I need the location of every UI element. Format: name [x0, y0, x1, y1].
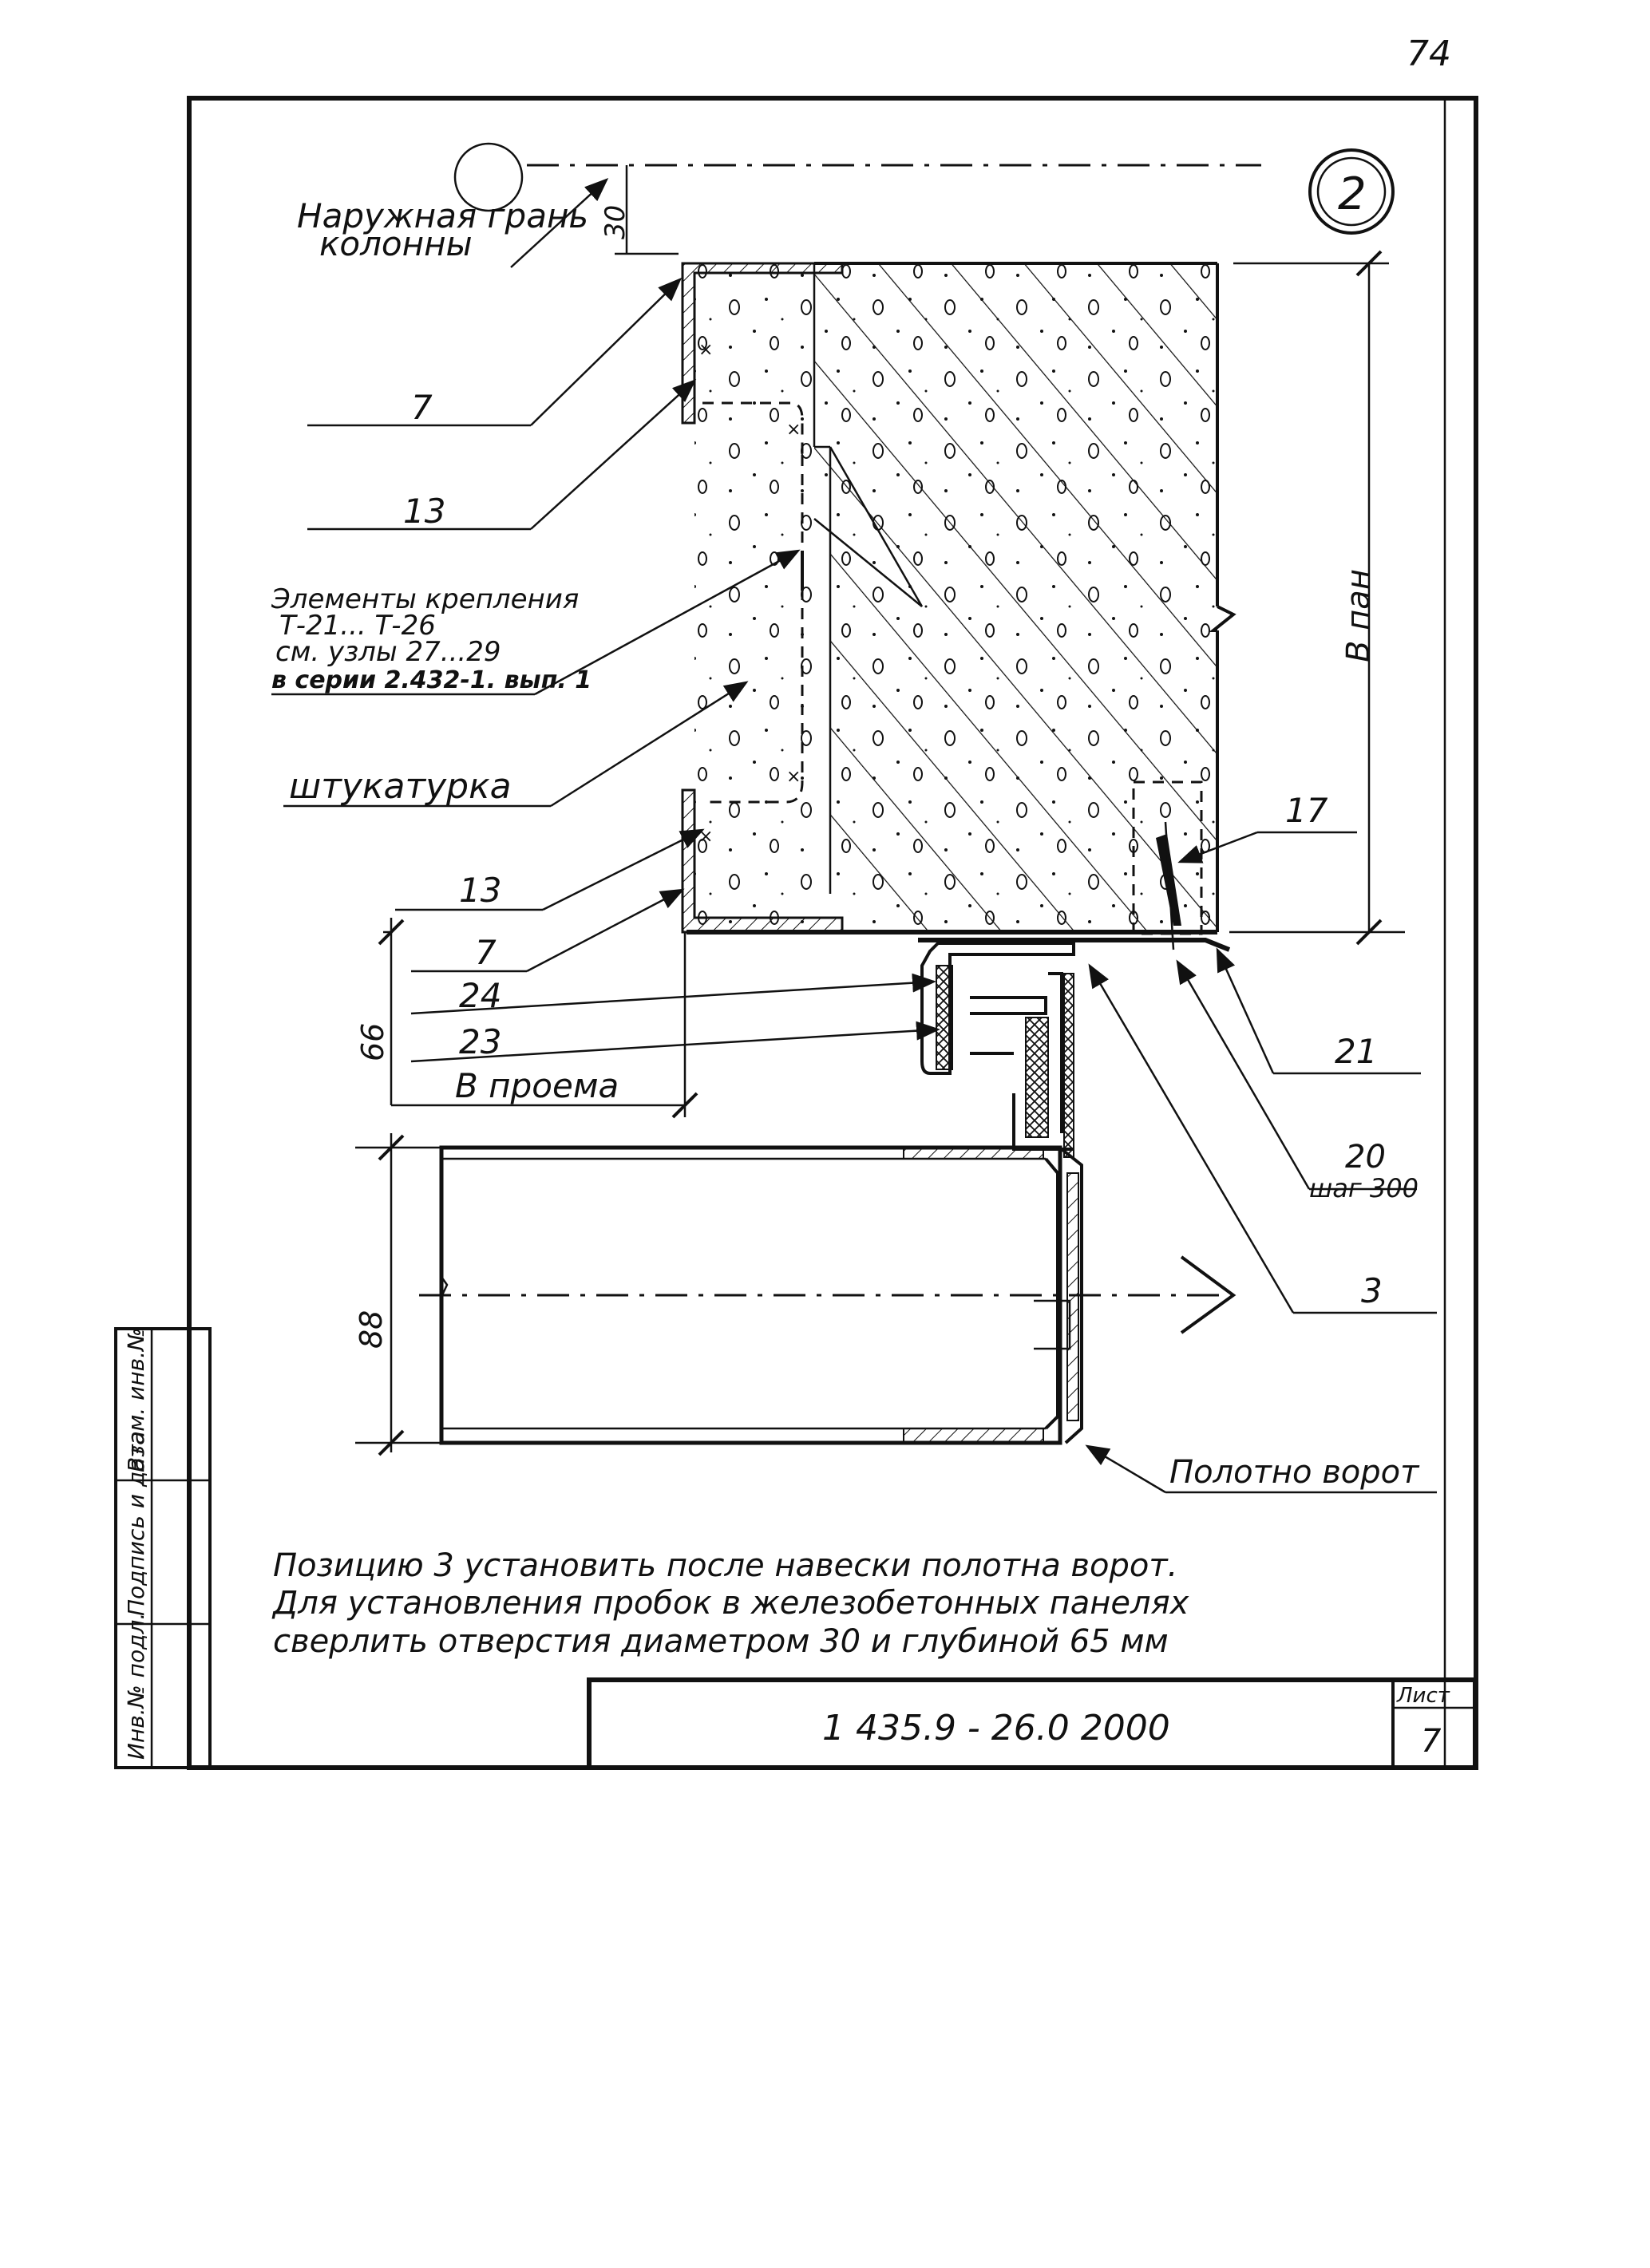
axis-circle: [453, 142, 524, 212]
label-gate-leaf: Полотно ворот: [1169, 1454, 1420, 1491]
side-stamp: Инв.№ подл. Подпись и дата Взам. инв.№: [114, 1327, 212, 1769]
sheet-label: Лист: [1396, 1684, 1450, 1708]
label-pos7-top: 7: [411, 388, 433, 427]
plaster-zone: [694, 263, 832, 932]
node-marker: 2: [1308, 148, 1395, 235]
note-line-1: Позицию 3 установить после навески полот…: [273, 1547, 1177, 1584]
dim-30: 30: [599, 165, 679, 255]
page-number: 74: [1407, 34, 1451, 74]
svg-text:×: ×: [786, 767, 801, 787]
label-step: шаг 300: [1309, 1173, 1419, 1203]
label-fasteners-3: см. узлы 27...29: [275, 636, 501, 668]
document-code: 1 435.9 - 26.0 2000: [822, 1708, 1170, 1748]
node-number: 2: [1338, 168, 1367, 220]
leaders-right: [1085, 831, 1437, 1494]
trim-21: [918, 938, 1231, 952]
label-pos7-bottom: 7: [475, 933, 497, 972]
label-pos3: 3: [1361, 1271, 1383, 1310]
label-pos13-bottom: 13: [459, 871, 501, 910]
stamp-inv-field: Инв.№ подл.: [123, 1613, 149, 1760]
label-pos24: 24: [459, 976, 501, 1015]
leader-column-face: [510, 177, 609, 268]
label-pos13-top: 13: [403, 492, 445, 531]
svg-text:88: 88: [354, 1310, 389, 1349]
note-line-2: Для установления пробок в железобетонных…: [271, 1585, 1189, 1622]
title-block: 1 435.9 - 26.0 2000 Лист 7: [587, 1677, 1478, 1770]
label-pos17: 17: [1285, 791, 1328, 830]
svg-text:30: 30: [599, 205, 631, 239]
angle-profile-bottom: [681, 788, 844, 934]
label-plaster: штукатурка: [289, 766, 512, 807]
label-column-face-2: колонны: [319, 224, 473, 263]
svg-text:×: ×: [698, 340, 713, 360]
gate-leaf: [439, 1145, 1083, 1445]
note-line-3: сверлить отверстия диаметром 30 и глубин…: [273, 1623, 1169, 1660]
dim-88: 88: [354, 1133, 447, 1456]
label-pos21: 21: [1335, 1032, 1377, 1071]
sheet-number: 7: [1421, 1723, 1442, 1760]
svg-text:66: 66: [355, 1023, 390, 1061]
stamp-signature-field: Подпись и дата: [123, 1431, 149, 1616]
angle-profile-top: [681, 262, 844, 425]
label-pos20: 20: [1345, 1139, 1386, 1175]
stamp-replace-field: Взам. инв.№: [123, 1328, 149, 1472]
leaders-left: [271, 277, 940, 1063]
dim-b-pan: В пан: [1229, 250, 1405, 946]
label-pos23: 23: [459, 1022, 501, 1061]
label-opening: В проема: [455, 1066, 619, 1105]
label-fasteners-1: Элементы крепления: [271, 583, 579, 615]
svg-text:В пан: В пан: [1340, 569, 1377, 662]
svg-text:×: ×: [786, 420, 801, 440]
concrete-panel: [813, 262, 1237, 932]
dim-66: 66: [355, 918, 405, 1105]
gate-open-arrow: [1180, 1255, 1237, 1334]
profile-3: [920, 942, 1075, 1158]
label-fasteners-4: в серии 2.432-1. вып. 1: [271, 666, 592, 694]
label-column-face-1: Наружная грань: [297, 196, 588, 235]
label-fasteners-2: Т-21... Т-26: [279, 610, 436, 642]
